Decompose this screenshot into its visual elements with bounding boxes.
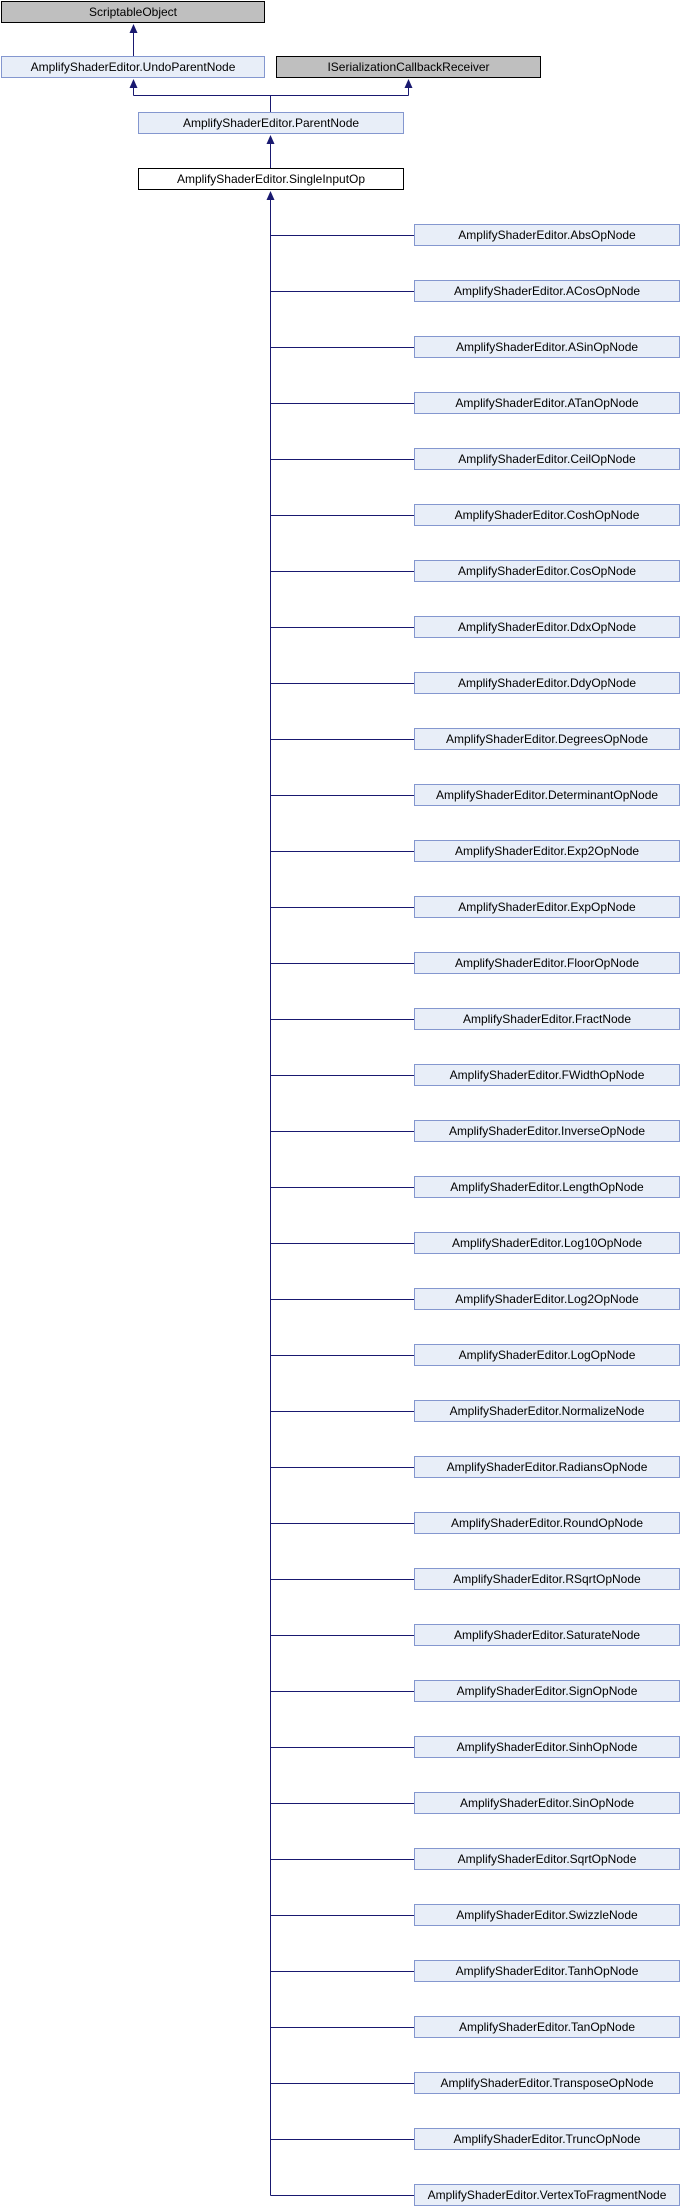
node-derived-class[interactable]: AmplifyShaderEditor.VertexToFragmentNode: [414, 2184, 680, 2206]
node-derived-class[interactable]: AmplifyShaderEditor.NormalizeNode: [414, 1400, 680, 1422]
node-derived-class[interactable]: AmplifyShaderEditor.TanOpNode: [414, 2016, 680, 2038]
node-undo-parent-node[interactable]: AmplifyShaderEditor.UndoParentNode: [1, 56, 265, 78]
node-derived-class[interactable]: AmplifyShaderEditor.SaturateNode: [414, 1624, 680, 1646]
node-derived-class[interactable]: AmplifyShaderEditor.ExpOpNode: [414, 896, 680, 918]
node-derived-class[interactable]: AmplifyShaderEditor.RadiansOpNode: [414, 1456, 680, 1478]
node-derived-class[interactable]: AmplifyShaderEditor.CoshOpNode: [414, 504, 680, 526]
node-derived-class[interactable]: AmplifyShaderEditor.SinhOpNode: [414, 1736, 680, 1758]
node-derived-class[interactable]: AmplifyShaderEditor.FloorOpNode: [414, 952, 680, 974]
node-parent-node[interactable]: AmplifyShaderEditor.ParentNode: [138, 112, 404, 134]
node-derived-class[interactable]: AmplifyShaderEditor.TransposeOpNode: [414, 2072, 680, 2094]
node-derived-class[interactable]: AmplifyShaderEditor.AbsOpNode: [414, 224, 680, 246]
node-derived-class[interactable]: AmplifyShaderEditor.TanhOpNode: [414, 1960, 680, 1982]
node-derived-class[interactable]: AmplifyShaderEditor.DeterminantOpNode: [414, 784, 680, 806]
node-derived-class[interactable]: AmplifyShaderEditor.ATanOpNode: [414, 392, 680, 414]
node-derived-class[interactable]: AmplifyShaderEditor.ACosOpNode: [414, 280, 680, 302]
node-derived-class[interactable]: AmplifyShaderEditor.DdyOpNode: [414, 672, 680, 694]
node-derived-class[interactable]: AmplifyShaderEditor.RSqrtOpNode: [414, 1568, 680, 1590]
node-derived-class[interactable]: AmplifyShaderEditor.TruncOpNode: [414, 2128, 680, 2150]
node-derived-class[interactable]: AmplifyShaderEditor.Log2OpNode: [414, 1288, 680, 1310]
node-derived-class[interactable]: AmplifyShaderEditor.LogOpNode: [414, 1344, 680, 1366]
node-derived-class[interactable]: AmplifyShaderEditor.CeilOpNode: [414, 448, 680, 470]
node-derived-class[interactable]: AmplifyShaderEditor.SwizzleNode: [414, 1904, 680, 1926]
node-derived-class[interactable]: AmplifyShaderEditor.SignOpNode: [414, 1680, 680, 1702]
node-derived-class[interactable]: AmplifyShaderEditor.FWidthOpNode: [414, 1064, 680, 1086]
node-derived-class[interactable]: AmplifyShaderEditor.DdxOpNode: [414, 616, 680, 638]
node-derived-class[interactable]: AmplifyShaderEditor.FractNode: [414, 1008, 680, 1030]
node-derived-class[interactable]: AmplifyShaderEditor.SqrtOpNode: [414, 1848, 680, 1870]
node-derived-class[interactable]: AmplifyShaderEditor.ASinOpNode: [414, 336, 680, 358]
node-derived-class[interactable]: AmplifyShaderEditor.InverseOpNode: [414, 1120, 680, 1142]
arrowhead-undo-parent-node: [129, 79, 138, 88]
node-scriptable-object: ScriptableObject: [1, 1, 265, 23]
node-derived-class[interactable]: AmplifyShaderEditor.SinOpNode: [414, 1792, 680, 1814]
node-single-input-op: AmplifyShaderEditor.SingleInputOp: [138, 168, 404, 190]
arrowhead-iserialization: [404, 79, 413, 88]
node-derived-class[interactable]: AmplifyShaderEditor.Log10OpNode: [414, 1232, 680, 1254]
node-derived-class[interactable]: AmplifyShaderEditor.DegreesOpNode: [414, 728, 680, 750]
node-derived-class[interactable]: AmplifyShaderEditor.LengthOpNode: [414, 1176, 680, 1198]
arrowhead-scriptable-object: [129, 24, 138, 33]
node-derived-class[interactable]: AmplifyShaderEditor.RoundOpNode: [414, 1512, 680, 1534]
arrowhead-parent-node: [266, 135, 275, 144]
node-derived-class[interactable]: AmplifyShaderEditor.CosOpNode: [414, 560, 680, 582]
arrowhead-single-input-op: [266, 191, 275, 200]
node-iserialization-callback-receiver: ISerializationCallbackReceiver: [276, 56, 541, 78]
node-derived-class[interactable]: AmplifyShaderEditor.Exp2OpNode: [414, 840, 680, 862]
